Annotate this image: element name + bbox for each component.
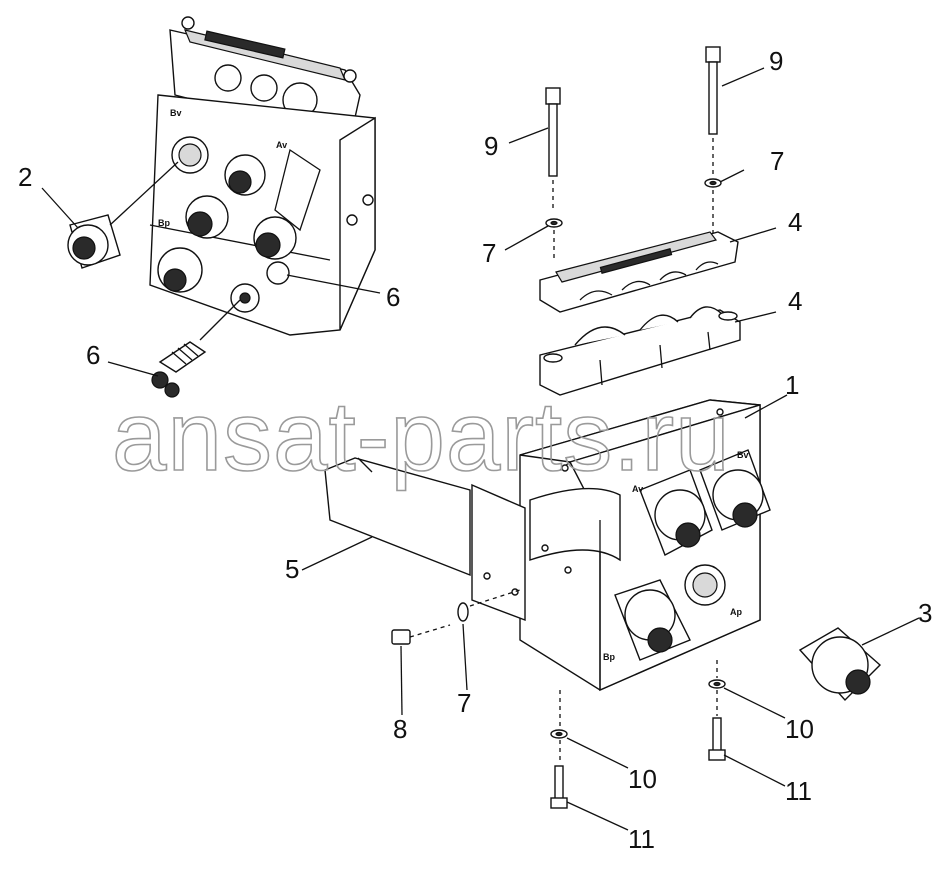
- valve-assembly: Bv Av Bp: [149, 16, 376, 336]
- watermark-text: ansat-parts.ru: [112, 381, 731, 491]
- block-port-bp-label: Bp: [603, 652, 615, 662]
- bolt-9-left: [545, 87, 563, 262]
- fitting-3: [798, 627, 882, 702]
- bolt-11-left: [550, 765, 568, 809]
- washer-10-right: [708, 660, 726, 716]
- clamp-lower-4: [539, 306, 741, 396]
- bracket-5: [324, 457, 572, 622]
- callout-9-left: 9: [484, 131, 498, 161]
- callout-11-right: 11: [785, 776, 812, 806]
- screw-8: [391, 589, 521, 645]
- callout-7-left: 7: [482, 238, 496, 268]
- clamp-upper-4: [539, 231, 739, 313]
- callout-numbers: 1 2 3 4 4 5 6 6 7 7 7 8 9 9 10 10 11 11: [18, 46, 932, 854]
- bolt-11-right: [708, 717, 726, 761]
- mounting-block-1: Av Bv Ap Bp: [519, 399, 771, 692]
- callout-3: 3: [918, 598, 932, 628]
- callout-4-upper: 4: [788, 207, 802, 237]
- callout-11-left: 11: [628, 824, 655, 854]
- block-port-bv-label: Bv: [737, 450, 749, 460]
- callout-10-right: 10: [785, 714, 814, 744]
- callout-8: 8: [393, 714, 407, 744]
- bolt-9-right: [704, 46, 722, 240]
- valve-port-av-label: Av: [276, 140, 287, 150]
- callout-9-right: 9: [769, 46, 783, 76]
- callout-6-upper: 6: [386, 282, 400, 312]
- leader-lines: [41, 67, 920, 831]
- valve-port-bv-label: Bv: [170, 108, 182, 118]
- callout-4-lower: 4: [788, 286, 802, 316]
- block-port-ap-label: Ap: [730, 607, 742, 617]
- callout-7-bottom: 7: [457, 688, 471, 718]
- callout-6-lower: 6: [86, 340, 100, 370]
- banjo-fitting-6: [151, 299, 241, 398]
- fitting-2: [67, 214, 121, 269]
- callout-2: 2: [18, 162, 32, 192]
- callout-5: 5: [285, 554, 299, 584]
- callout-1: 1: [785, 370, 799, 400]
- washer-10-left: [550, 690, 568, 764]
- block-port-av-label: Av: [632, 484, 643, 494]
- callout-7-right: 7: [770, 146, 784, 176]
- valve-port-bp-label: Bp: [158, 218, 170, 228]
- callout-10-left: 10: [628, 764, 657, 794]
